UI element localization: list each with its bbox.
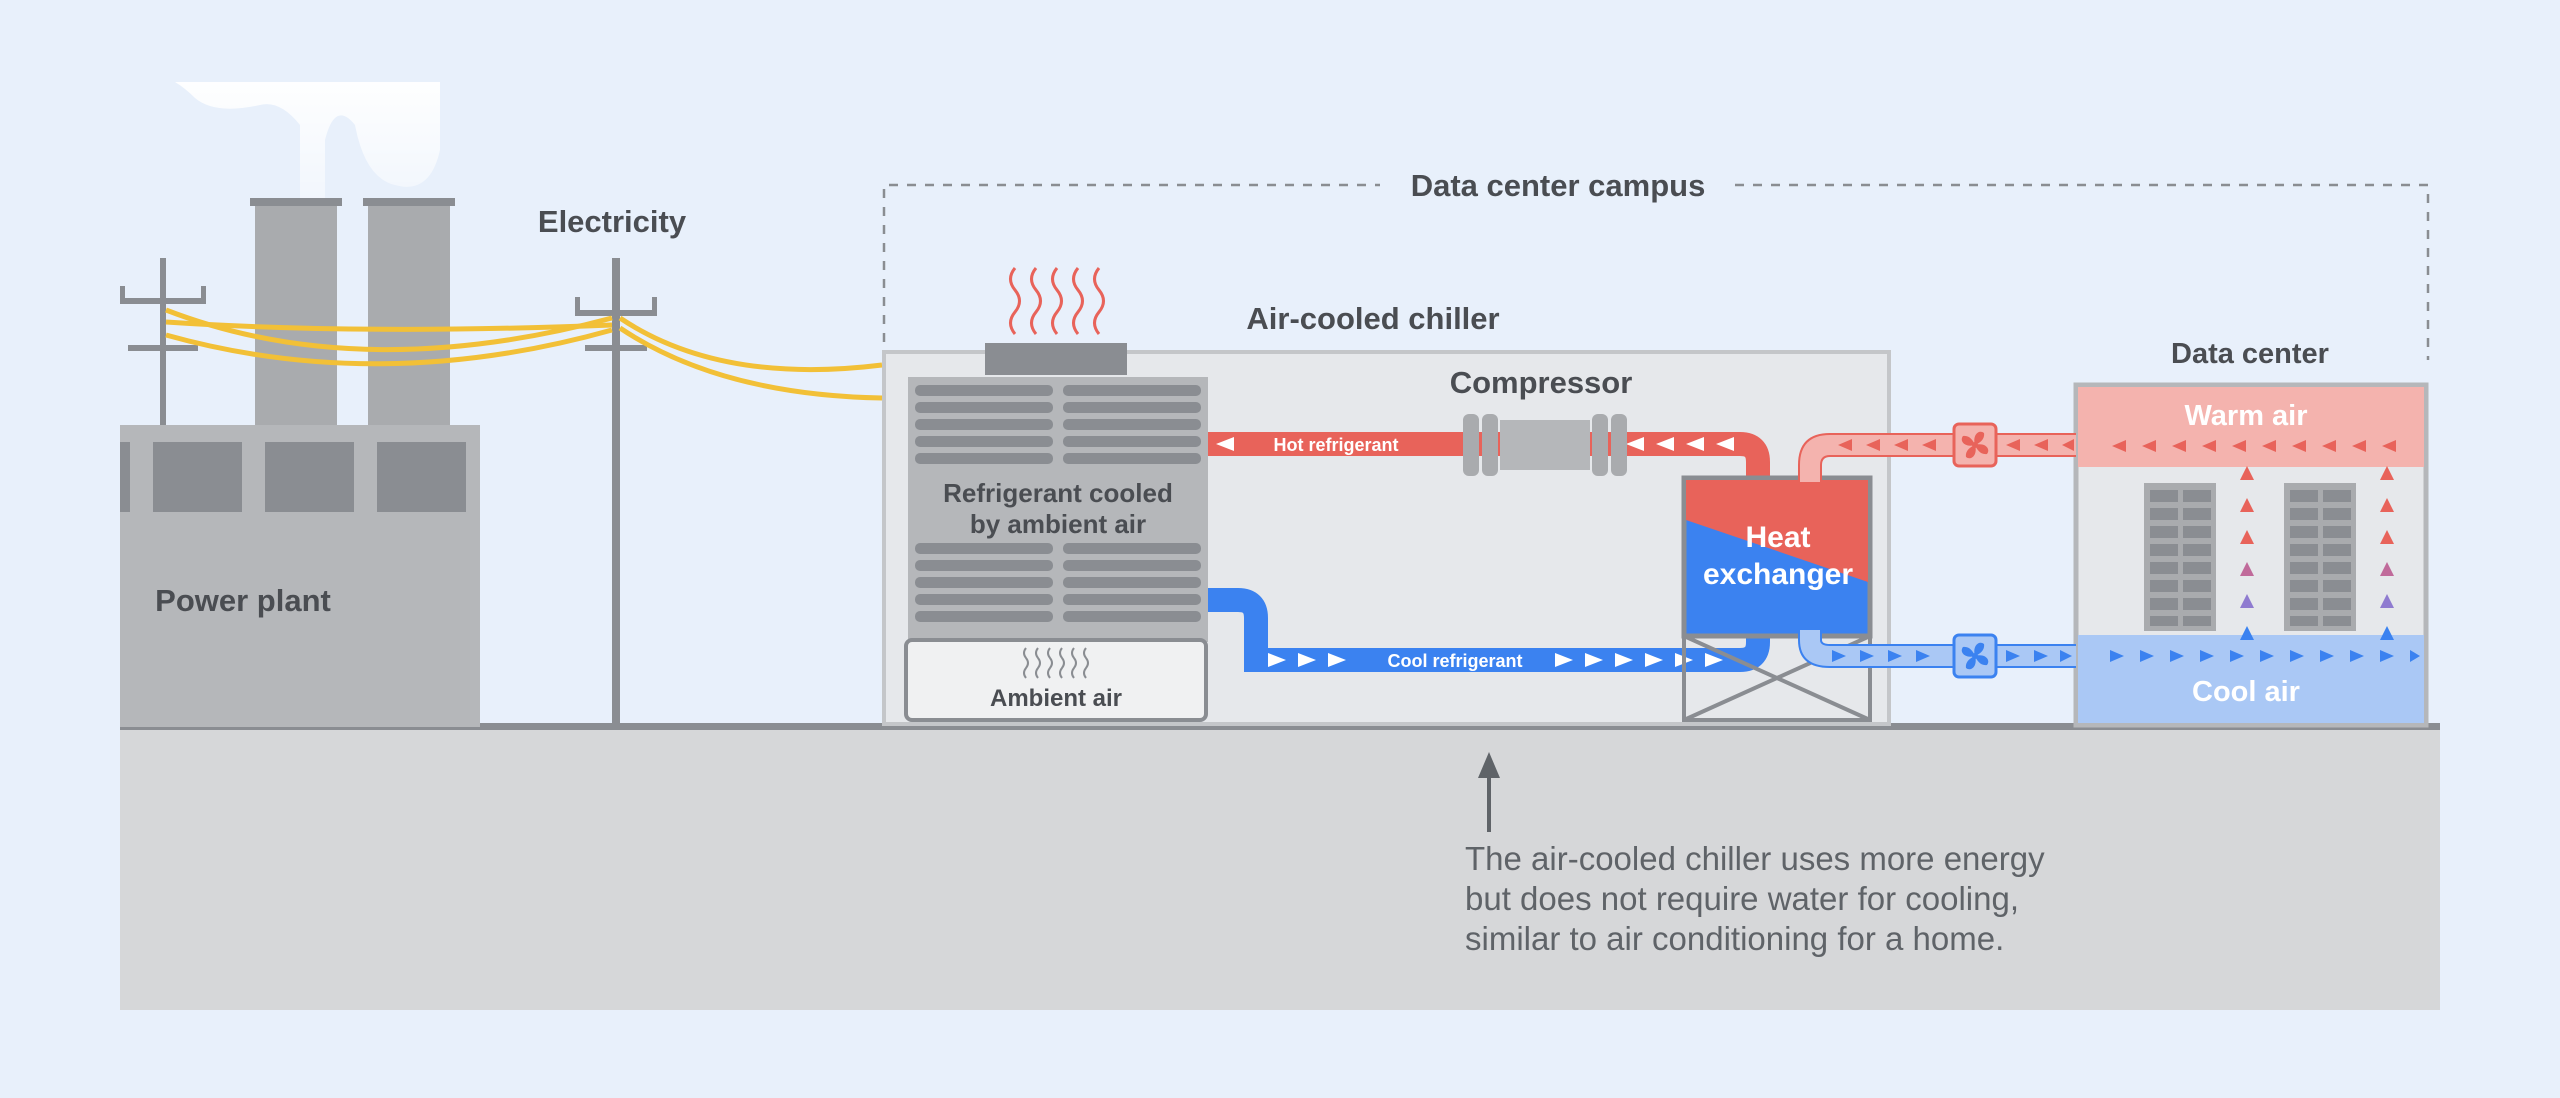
campus-boundary (882, 183, 2430, 360)
heat-exchanger-hot-half (1686, 480, 1868, 582)
cool-duct-arrows (1832, 650, 2072, 662)
rising-air-arrows (2240, 466, 2394, 640)
cool-air-label: Cool air (2192, 676, 2300, 708)
note-line-3: similar to air conditioning for a home. (1465, 920, 2004, 957)
data-center: Warm air Cool air (2073, 382, 2429, 728)
note-line-2: but does not require water for cooling, (1465, 880, 2019, 917)
cool-flow-arrows (1268, 653, 1723, 667)
warm-duct-arrows (1838, 439, 2074, 451)
ambient-air-wiggles (1023, 647, 1089, 679)
ground-line (120, 723, 2440, 730)
callout-arrow (1478, 752, 1500, 832)
cool-refrigerant-label: Cool refrigerant (1387, 651, 1522, 671)
power-plant-label: Power plant (155, 583, 331, 618)
pipe-label-bg (1375, 648, 1535, 672)
cool-air-band (2078, 635, 2424, 723)
plant-window (377, 442, 466, 512)
cool-air-arrows (2110, 650, 2420, 662)
warm-air-duct (1799, 434, 2076, 482)
pipe-label-bg (1252, 432, 1412, 456)
note-line-1: The air-cooled chiller uses more energy (1465, 840, 2045, 877)
campus-label: Data center campus (1411, 168, 1706, 203)
plant-window (153, 442, 242, 512)
heat-exchanger-label-1: Heat (1745, 521, 1810, 554)
rack-slots (2150, 490, 2351, 626)
power-pole-right (575, 258, 657, 726)
condenser-fins (915, 385, 1201, 622)
heat-exchanger-label-2: exchanger (1703, 558, 1853, 591)
electricity-label: Electricity (538, 204, 687, 239)
compressor (1463, 414, 1627, 476)
ground (120, 726, 2440, 1010)
cool-air-fan (1952, 633, 1998, 679)
heat-waves (1009, 267, 1105, 335)
warm-air-band (2078, 387, 2424, 467)
hot-flow-arrows (1216, 437, 1734, 451)
electric-wires (165, 307, 883, 401)
refrigerant-cooled-label-2: by ambient air (970, 509, 1146, 539)
cool-air-duct (1799, 630, 2076, 667)
warm-air-fan (1952, 422, 1998, 468)
chiller-exhaust-vent (985, 343, 1127, 375)
power-plant: Power plant (120, 198, 480, 727)
warm-air-label: Warm air (2184, 400, 2307, 432)
ambient-air-box (904, 638, 1208, 722)
hot-refrigerant-label: Hot refrigerant (1273, 435, 1398, 455)
ambient-air-label: Ambient air (990, 685, 1122, 712)
data-center-label: Data center (2171, 338, 2329, 370)
cool-refrigerant-pipe (1208, 588, 1770, 672)
chimney-right (368, 200, 450, 435)
steam-cloud (120, 82, 440, 205)
warm-air-duct-outline (1798, 433, 2076, 482)
chimney-left (255, 200, 337, 435)
compressor-label: Compressor (1450, 365, 1633, 400)
hot-refrigerant-pipe (1208, 432, 1770, 482)
power-pole-left (120, 258, 206, 425)
warm-air-arrows (2112, 440, 2396, 452)
plant-window (265, 442, 354, 512)
refrigerant-cooled-label-1: Refrigerant cooled (943, 478, 1173, 508)
cool-air-duct-outline (1798, 630, 2076, 668)
chiller-label: Air-cooled chiller (1246, 301, 1499, 336)
